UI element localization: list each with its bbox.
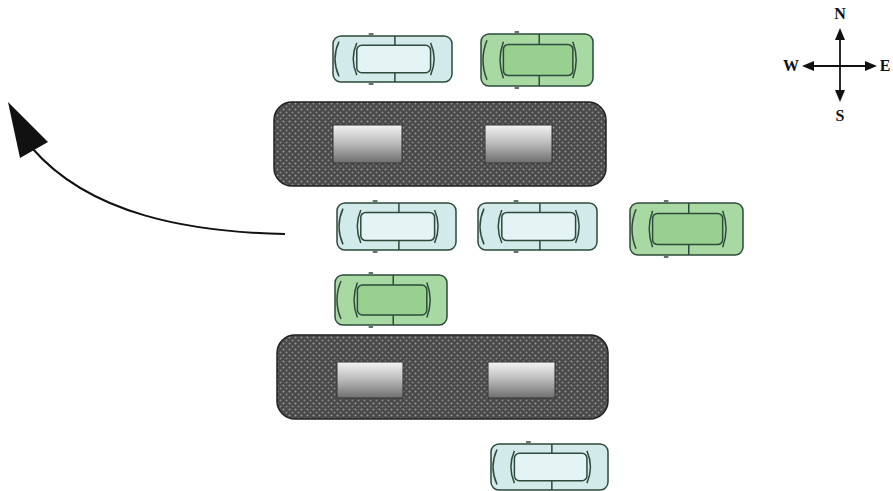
car [333, 34, 452, 84]
compass [802, 28, 877, 102]
island [277, 335, 608, 419]
turn-arrow [8, 102, 285, 234]
compass-letter: S [836, 108, 845, 124]
car [335, 273, 447, 327]
compass-letter: N [834, 6, 846, 22]
island [274, 102, 606, 186]
car [481, 32, 593, 88]
compass-letter: W [783, 58, 799, 74]
car [337, 201, 456, 252]
car [630, 201, 743, 257]
car [478, 201, 597, 252]
compass-letter: E [880, 58, 891, 74]
car [491, 442, 608, 491]
